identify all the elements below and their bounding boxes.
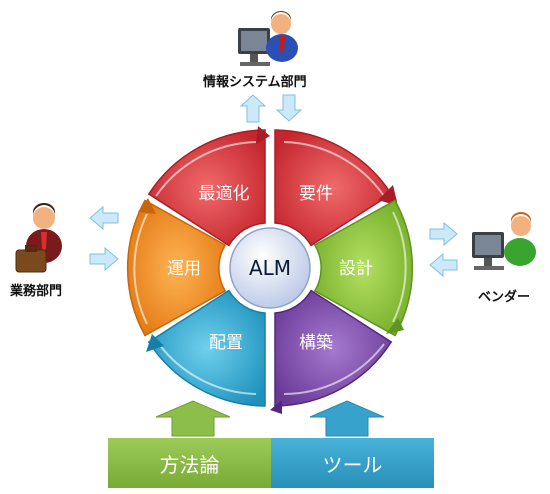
vendor-exchange-arrows (429, 221, 458, 278)
business-dept-person-icon (15, 203, 62, 273)
segment-optimize (147, 126, 270, 247)
arrow-left-icon (429, 252, 458, 278)
it-dept-person-icon (238, 11, 298, 66)
it-dept-label: 情報システム部門 (203, 75, 307, 90)
methodology-label: 方法論 (159, 452, 220, 477)
tools-label: ツール (322, 452, 383, 477)
segment-design (313, 199, 414, 337)
cycle-arrow-icon (270, 400, 282, 414)
methodology-up-arrow-icon (155, 400, 231, 437)
arrow-right-icon (89, 246, 119, 272)
segment-label-deploy: 配置 (209, 333, 243, 353)
cycle-arrow-icon (138, 198, 156, 214)
arrow-right-icon (429, 221, 458, 247)
cycle-arrow-icon (146, 334, 164, 352)
segment-label-optimize: 最適化 (199, 184, 250, 204)
cycle-arrow-icon (256, 126, 270, 144)
business-dept-exchange-arrows (89, 205, 119, 272)
cycle-arrow-icon (386, 318, 404, 334)
segment-build (270, 289, 393, 414)
segment-label-build: 構築 (299, 333, 333, 353)
vendor-label: ベンダー (478, 290, 531, 305)
business-dept-label: 業務部門 (10, 284, 63, 299)
segment-label-design: 設計 (339, 259, 373, 279)
segment-label-operate: 運用 (167, 259, 201, 279)
segment-label-requirements: 要件 (299, 184, 333, 204)
vendor-person-icon (472, 212, 536, 270)
arrow-up-icon (239, 94, 267, 123)
tools-up-arrow-icon (309, 400, 385, 437)
arrow-down-icon (275, 94, 303, 122)
tools-bar: ツール (271, 438, 434, 488)
segment-operate (126, 198, 227, 337)
segment-requirements (274, 129, 398, 247)
arrow-left-icon (89, 205, 119, 231)
center-label: ALM (249, 256, 291, 280)
methodology-bar: 方法論 (108, 438, 271, 488)
cycle-arrow-icon (378, 185, 398, 206)
alm-center-circle (229, 227, 311, 309)
segment-deploy (146, 289, 266, 407)
it-dept-exchange-arrows (239, 94, 303, 123)
